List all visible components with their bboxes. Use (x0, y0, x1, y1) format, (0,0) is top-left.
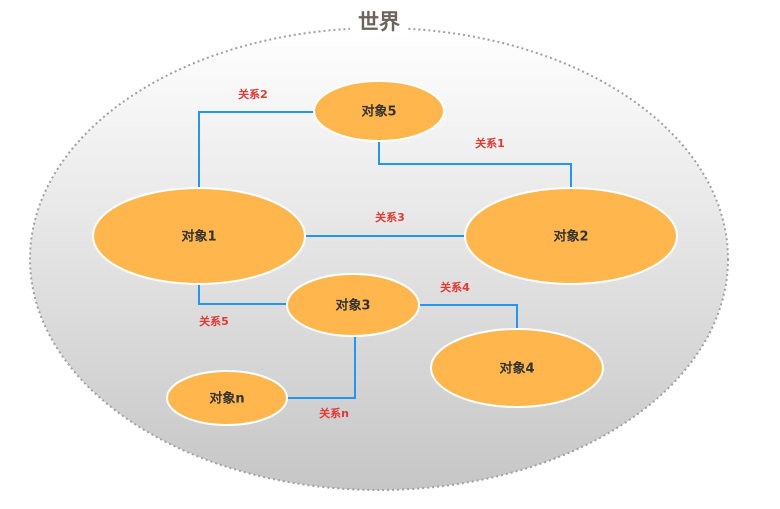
object-5[interactable]: 对象5 (313, 80, 445, 142)
relation-label-3: 关系3 (375, 210, 405, 224)
object-4[interactable]: 对象4 (430, 328, 604, 408)
object-label: 对象4 (499, 361, 534, 377)
relation-label-1: 关系1 (475, 136, 505, 150)
relation-label-2: 关系2 (238, 87, 268, 101)
object-label: 对象1 (181, 229, 216, 245)
object-2[interactable]: 对象2 (464, 187, 678, 285)
object-n[interactable]: 对象n (166, 370, 288, 426)
object-1[interactable]: 对象1 (92, 187, 306, 285)
relation-label-4: 关系4 (440, 280, 470, 294)
relation-label-5: 关系5 (199, 314, 229, 328)
object-label: 对象n (209, 391, 244, 407)
object-label: 对象3 (335, 298, 370, 314)
relation-label-n: 关系n (319, 406, 349, 420)
object-label: 对象5 (361, 104, 396, 120)
edge-relation-4 (419, 304, 518, 329)
edge-relation-n (287, 336, 356, 399)
object-3[interactable]: 对象3 (286, 273, 420, 337)
edge-relation-5 (198, 284, 287, 305)
object-label: 对象2 (553, 229, 588, 245)
edge-relation-1 (378, 141, 572, 188)
world-title: 世界 (358, 10, 400, 34)
title-background (350, 8, 408, 36)
edge-relation-2 (198, 111, 314, 188)
